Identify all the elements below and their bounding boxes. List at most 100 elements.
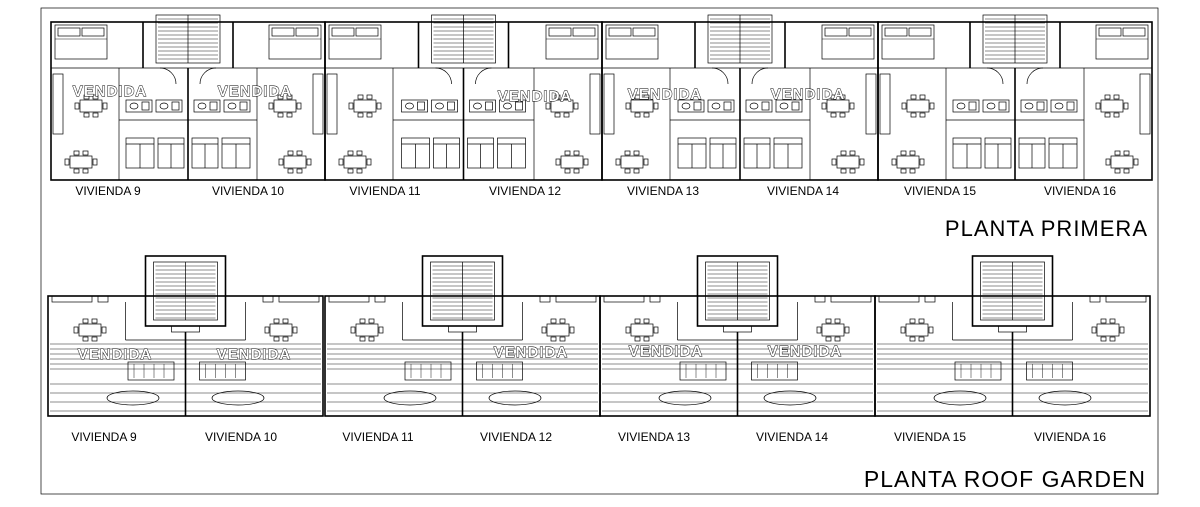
bathroom-fixtures xyxy=(125,99,153,113)
dining-table xyxy=(615,150,649,174)
bathroom-fixtures xyxy=(1050,99,1078,113)
sold-stamp: VENDIDA xyxy=(768,343,843,360)
bathroom-fixtures xyxy=(223,99,251,113)
unit-label: VIVIENDA 10 xyxy=(212,184,284,198)
garden-planter xyxy=(211,390,265,406)
dining-table xyxy=(625,94,659,118)
unit-label: VIVIENDA 9 xyxy=(75,184,141,198)
unit-label: VIVIENDA 10 xyxy=(205,430,277,444)
stair xyxy=(155,14,221,64)
building-block xyxy=(324,255,601,417)
unit-label: VIVIENDA 9 xyxy=(71,430,137,444)
sofa xyxy=(433,137,460,169)
garden-planter xyxy=(1038,390,1092,406)
terrace-hatch xyxy=(877,383,1148,412)
door-swing xyxy=(986,67,1004,85)
dining-table xyxy=(891,150,925,174)
bathroom-fixtures xyxy=(469,99,496,113)
bed xyxy=(328,24,382,60)
unit-label: VIVIENDA 12 xyxy=(489,184,561,198)
terrace-hatch xyxy=(50,343,321,370)
terrace-hatch xyxy=(602,343,873,370)
sofa xyxy=(401,137,430,169)
unit-label: VIVIENDA 13 xyxy=(627,184,699,198)
bathroom-fixtures xyxy=(707,99,735,113)
bathroom-fixtures xyxy=(982,99,1010,113)
sofa xyxy=(221,137,251,169)
garden-planter xyxy=(106,390,160,406)
dining-table xyxy=(816,318,850,342)
garden-planter xyxy=(658,390,712,406)
bed xyxy=(268,24,322,60)
dining-table xyxy=(278,150,312,174)
dining-table xyxy=(901,94,935,118)
dining-table xyxy=(541,318,575,342)
building-block xyxy=(601,14,879,181)
bathroom-fixtures xyxy=(193,99,221,113)
stair xyxy=(707,14,773,64)
dining-table xyxy=(73,318,107,342)
stair xyxy=(153,261,218,321)
terrace-hatch xyxy=(602,383,873,412)
sofa xyxy=(677,137,707,169)
unit-label: VIVIENDA 13 xyxy=(618,430,690,444)
dining-table xyxy=(1105,150,1139,174)
terrace-hatch xyxy=(327,383,598,412)
bathroom-fixtures xyxy=(745,99,773,113)
dining-table xyxy=(338,150,372,174)
sold-stamp: VENDIDA xyxy=(498,88,573,105)
stair xyxy=(982,14,1048,64)
dining-table xyxy=(268,94,302,118)
sofa xyxy=(467,137,494,169)
bed xyxy=(1095,24,1149,60)
building-block xyxy=(877,14,1153,181)
floor-title-primera: PLANTA PRIMERA xyxy=(945,216,1148,241)
building-block xyxy=(599,255,876,417)
unit-label: VIVIENDA 15 xyxy=(894,430,966,444)
floor-plan-primera: VIVIENDA 9 VENDIDA VIVIENDA 10 VENDIDA VIVIE… xyxy=(50,14,1153,198)
bed xyxy=(605,24,659,60)
stair xyxy=(705,261,770,321)
garden-planter xyxy=(763,390,817,406)
stair xyxy=(431,14,496,64)
sheet-border xyxy=(40,7,1159,495)
dining-table xyxy=(821,94,855,118)
bathroom-fixtures xyxy=(952,99,980,113)
bathroom-fixtures xyxy=(499,99,526,113)
unit-label: VIVIENDA 14 xyxy=(767,184,839,198)
dining-table xyxy=(264,318,298,342)
dining-table xyxy=(555,150,589,174)
door-swing xyxy=(159,67,177,85)
sold-stamp: VENDIDA xyxy=(771,86,846,103)
unit-label: VIVIENDA 12 xyxy=(480,430,552,444)
sold-stamp: VENDIDA xyxy=(217,346,292,363)
unit-label: VIVIENDA 14 xyxy=(756,430,828,444)
unit-label: VIVIENDA 11 xyxy=(342,430,413,444)
sofa xyxy=(773,137,803,169)
dining-table xyxy=(74,94,108,118)
bathroom-fixtures xyxy=(431,99,458,113)
sofa xyxy=(497,137,526,169)
door-swing xyxy=(1026,67,1044,85)
sold-stamp: VENDIDA xyxy=(78,346,153,363)
garden-planter xyxy=(383,390,437,406)
sofa xyxy=(1048,137,1078,169)
sofa xyxy=(952,137,982,169)
bathroom-fixtures xyxy=(1020,99,1048,113)
sold-stamp: VENDIDA xyxy=(628,86,703,103)
terrace-hatch xyxy=(50,383,321,412)
sold-stamp: VENDIDA xyxy=(629,343,704,360)
dining-table xyxy=(625,318,659,342)
dining-table xyxy=(64,150,98,174)
bathroom-fixtures xyxy=(775,99,803,113)
dining-table xyxy=(1095,94,1129,118)
floor-plan-roof-garden: VIVIENDA 9 VENDIDA VIVIENDA 10 VENDIDA VIVIE… xyxy=(47,255,1151,444)
bed xyxy=(545,24,599,60)
unit-label: VIVIENDA 15 xyxy=(904,184,976,198)
garden-planter xyxy=(488,390,542,406)
sold-stamp: VENDIDA xyxy=(494,344,569,361)
door-swing xyxy=(751,67,769,85)
sofa xyxy=(1018,137,1046,169)
dining-table xyxy=(1091,318,1125,342)
sold-stamp: VENDIDA xyxy=(218,83,293,100)
